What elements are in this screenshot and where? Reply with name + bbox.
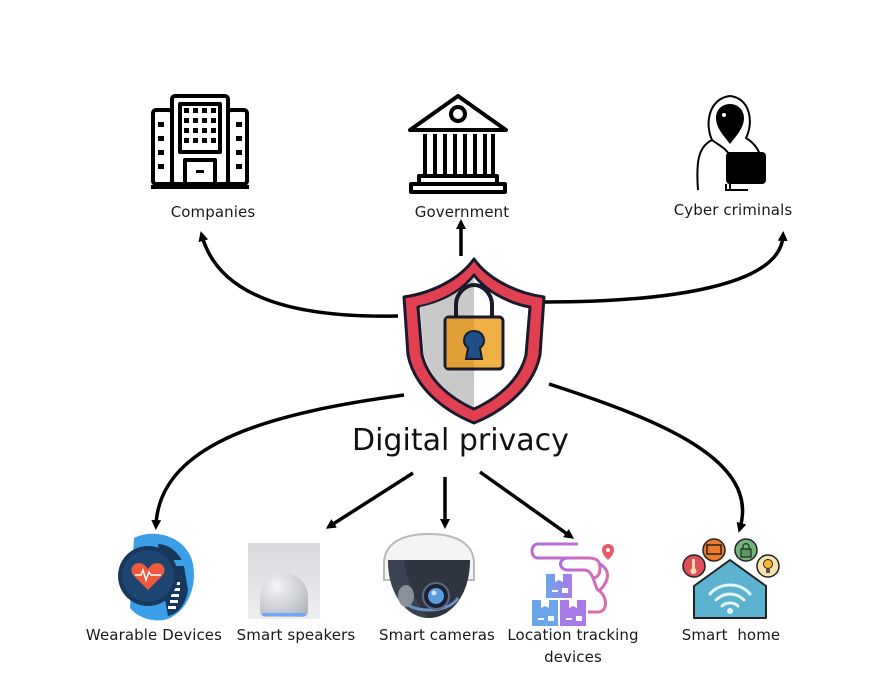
smartwatch-icon <box>118 533 194 621</box>
arrow-to-smart-home <box>548 382 747 533</box>
arrow-to-speakers <box>325 471 414 529</box>
label-cyber-criminals: Cyber criminals <box>673 201 793 219</box>
label-location-tracking: Location tracking <box>507 626 639 644</box>
label-government: Government <box>414 203 510 221</box>
arrow-to-companies <box>198 231 399 318</box>
arrow-to-cyber-criminals <box>544 231 788 304</box>
office-building-icon <box>151 94 249 189</box>
location-tracking-icon <box>530 542 614 626</box>
government-building-icon <box>408 94 508 194</box>
smart-home-icon <box>682 538 780 619</box>
label-location-tracking-line2: devices <box>544 648 602 666</box>
hooded-hacker-icon <box>696 95 766 191</box>
shield-lock-icon <box>402 257 546 425</box>
smart-speaker-icon <box>248 543 320 619</box>
label-smart-cameras: Smart cameras <box>379 626 495 644</box>
arrow-to-wearables <box>151 393 405 530</box>
arrow-to-location <box>478 470 575 539</box>
label-wearable-devices: Wearable Devices <box>85 626 223 644</box>
label-smart-home: Smart home <box>681 626 781 644</box>
label-companies: Companies <box>170 203 256 221</box>
dome-camera-icon <box>383 532 475 618</box>
center-title: Digital privacy <box>352 423 569 458</box>
label-smart-speakers: Smart speakers <box>236 626 356 644</box>
